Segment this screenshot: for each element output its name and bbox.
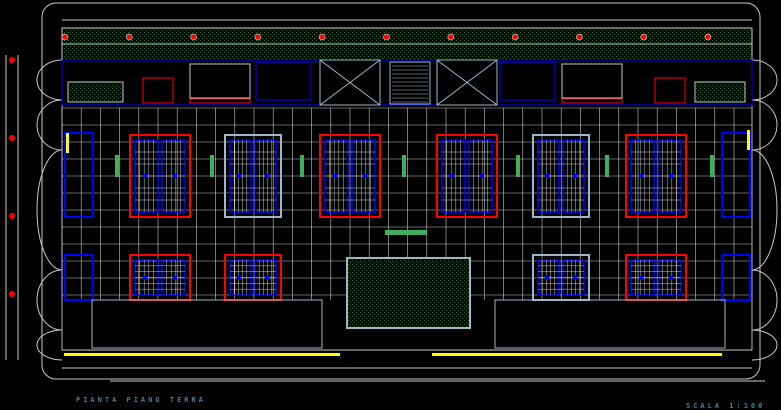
right-arch <box>751 99 778 151</box>
column-marker <box>254 33 262 41</box>
unit-fixture <box>333 174 337 178</box>
atrium-label-mark <box>385 230 427 235</box>
column-marker <box>190 33 197 41</box>
accent-mark <box>66 133 69 153</box>
unit-fixture <box>639 174 643 178</box>
stair-right <box>654 77 686 104</box>
stair-left <box>142 77 174 104</box>
left-arch <box>36 149 63 271</box>
unit-fixture <box>545 275 549 280</box>
level-marker <box>9 57 15 63</box>
lift-cross <box>319 59 381 106</box>
bench-left <box>189 98 251 104</box>
column-marker <box>640 33 648 41</box>
unit-fixture <box>363 174 367 178</box>
lift-shaft-right <box>436 59 498 106</box>
column-marker <box>61 33 69 41</box>
toilets-right <box>499 61 556 101</box>
unit-fixture <box>265 174 269 178</box>
tiled-room-left <box>189 63 251 99</box>
unit-fixture <box>669 174 673 178</box>
green-marker <box>300 155 304 177</box>
drawing-scale: SCALA 1:100 <box>686 402 766 410</box>
edge-unit-right-lower <box>721 254 751 301</box>
right-arch <box>751 329 778 361</box>
display-unit <box>129 134 191 218</box>
display-unit <box>625 134 687 218</box>
unit-fixture <box>143 174 147 178</box>
planter-left <box>67 81 124 103</box>
display-unit <box>224 134 282 218</box>
edge-unit-left <box>64 132 94 218</box>
unit-fixture <box>265 275 269 280</box>
tiled-room-right <box>561 63 623 99</box>
display-unit <box>436 134 498 218</box>
yellow-edge-left <box>64 353 340 356</box>
lift-cross <box>436 59 498 106</box>
green-marker <box>402 155 406 177</box>
unit-fixture <box>237 275 241 280</box>
edge-unit-right <box>721 132 751 218</box>
left-arch <box>36 59 63 101</box>
bench-right <box>561 98 623 104</box>
outer-frame <box>41 2 761 380</box>
unit-fixture <box>173 174 177 178</box>
unit-fixture <box>173 275 177 280</box>
planter-right <box>694 81 746 103</box>
green-marker <box>210 155 214 177</box>
unit-fixture <box>639 275 643 280</box>
column-marker <box>704 33 712 41</box>
column-marker <box>511 33 519 41</box>
toilets-left <box>255 61 312 101</box>
stair-core <box>389 61 431 105</box>
lift-shaft-left <box>319 59 381 106</box>
green-marker <box>605 155 609 177</box>
column-marker <box>447 33 455 41</box>
display-unit <box>532 134 590 218</box>
green-marker <box>516 155 520 177</box>
service-strip <box>61 59 753 106</box>
level-marker <box>9 291 15 297</box>
unit-fixture <box>573 174 577 178</box>
unit-fixture <box>545 174 549 178</box>
right-arch <box>751 149 778 271</box>
edge-unit-left-lower <box>64 254 94 301</box>
drawing-title: PIANTA PIANO TERRA <box>76 396 206 404</box>
column-marker <box>576 33 583 41</box>
atrium <box>346 257 471 329</box>
right-arch <box>751 59 778 101</box>
level-marker <box>9 135 15 141</box>
column-marker <box>125 33 133 41</box>
unit-fixture <box>573 275 577 280</box>
left-arch <box>36 99 63 151</box>
unit-fixture <box>143 275 147 280</box>
green-marker <box>115 155 119 177</box>
green-marker <box>710 155 714 177</box>
unit-fixture <box>669 275 673 280</box>
level-marker <box>9 213 15 219</box>
accent-mark <box>747 130 750 150</box>
unit-fixture <box>450 174 454 178</box>
display-unit <box>319 134 381 218</box>
lower-zone-left <box>91 299 323 349</box>
unit-fixture <box>480 174 484 178</box>
lower-zone-right <box>494 299 726 349</box>
unit-fixture <box>237 174 241 178</box>
left-arch <box>36 329 63 361</box>
right-arch <box>751 269 778 331</box>
column-marker <box>318 33 326 41</box>
left-arch <box>36 269 63 331</box>
yellow-edge-right <box>432 353 722 356</box>
column-marker <box>383 33 390 41</box>
